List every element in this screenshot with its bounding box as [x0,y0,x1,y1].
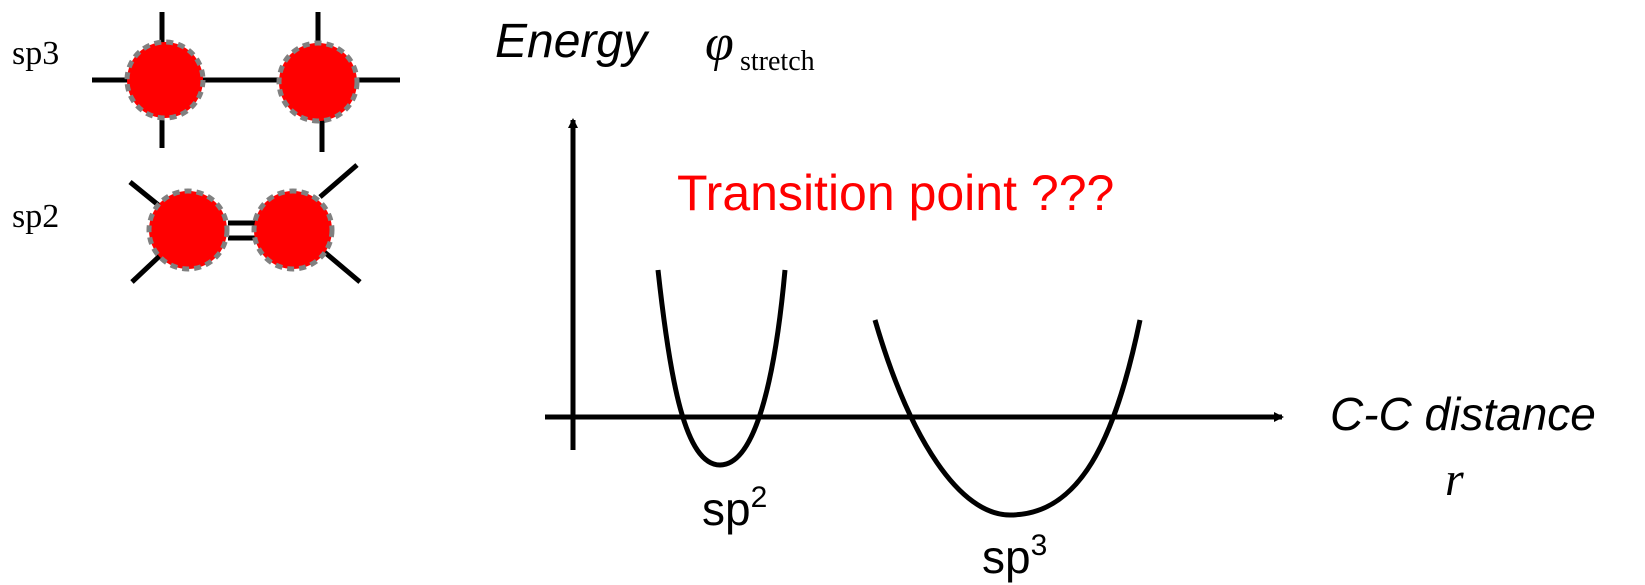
sp3-atom-left [124,39,206,121]
sp2-potential-curve [655,269,788,468]
sp3-potential-curve [872,319,1143,518]
y-label-word: Energy [495,15,650,68]
sp3-well-label: sp3 [982,529,1047,583]
sp2-well-label: sp2 [702,481,767,535]
y-label-subscript: stretch [740,46,815,77]
x-axis-label: C-C distance r [1330,388,1596,506]
x-label-line2: r [1445,453,1464,506]
sp2-molecule: sp2 [12,163,362,284]
sp3-molecule: sp3 [12,12,400,152]
y-label-phi: φ [705,15,734,72]
transition-annotation: Transition point ??? [677,165,1114,221]
sp3-label: sp3 [12,35,59,72]
x-label-line1: C-C distance [1330,388,1596,440]
sp2-label: sp2 [12,198,59,235]
sp2-bond-right-down [320,248,362,284]
sp3-atom-right [276,40,360,124]
sp2-atom-left [146,188,230,272]
y-axis-label: Energy φ stretch [495,15,815,77]
sp2-bond-right-up [318,163,359,199]
sp2-atom-right [251,188,335,272]
